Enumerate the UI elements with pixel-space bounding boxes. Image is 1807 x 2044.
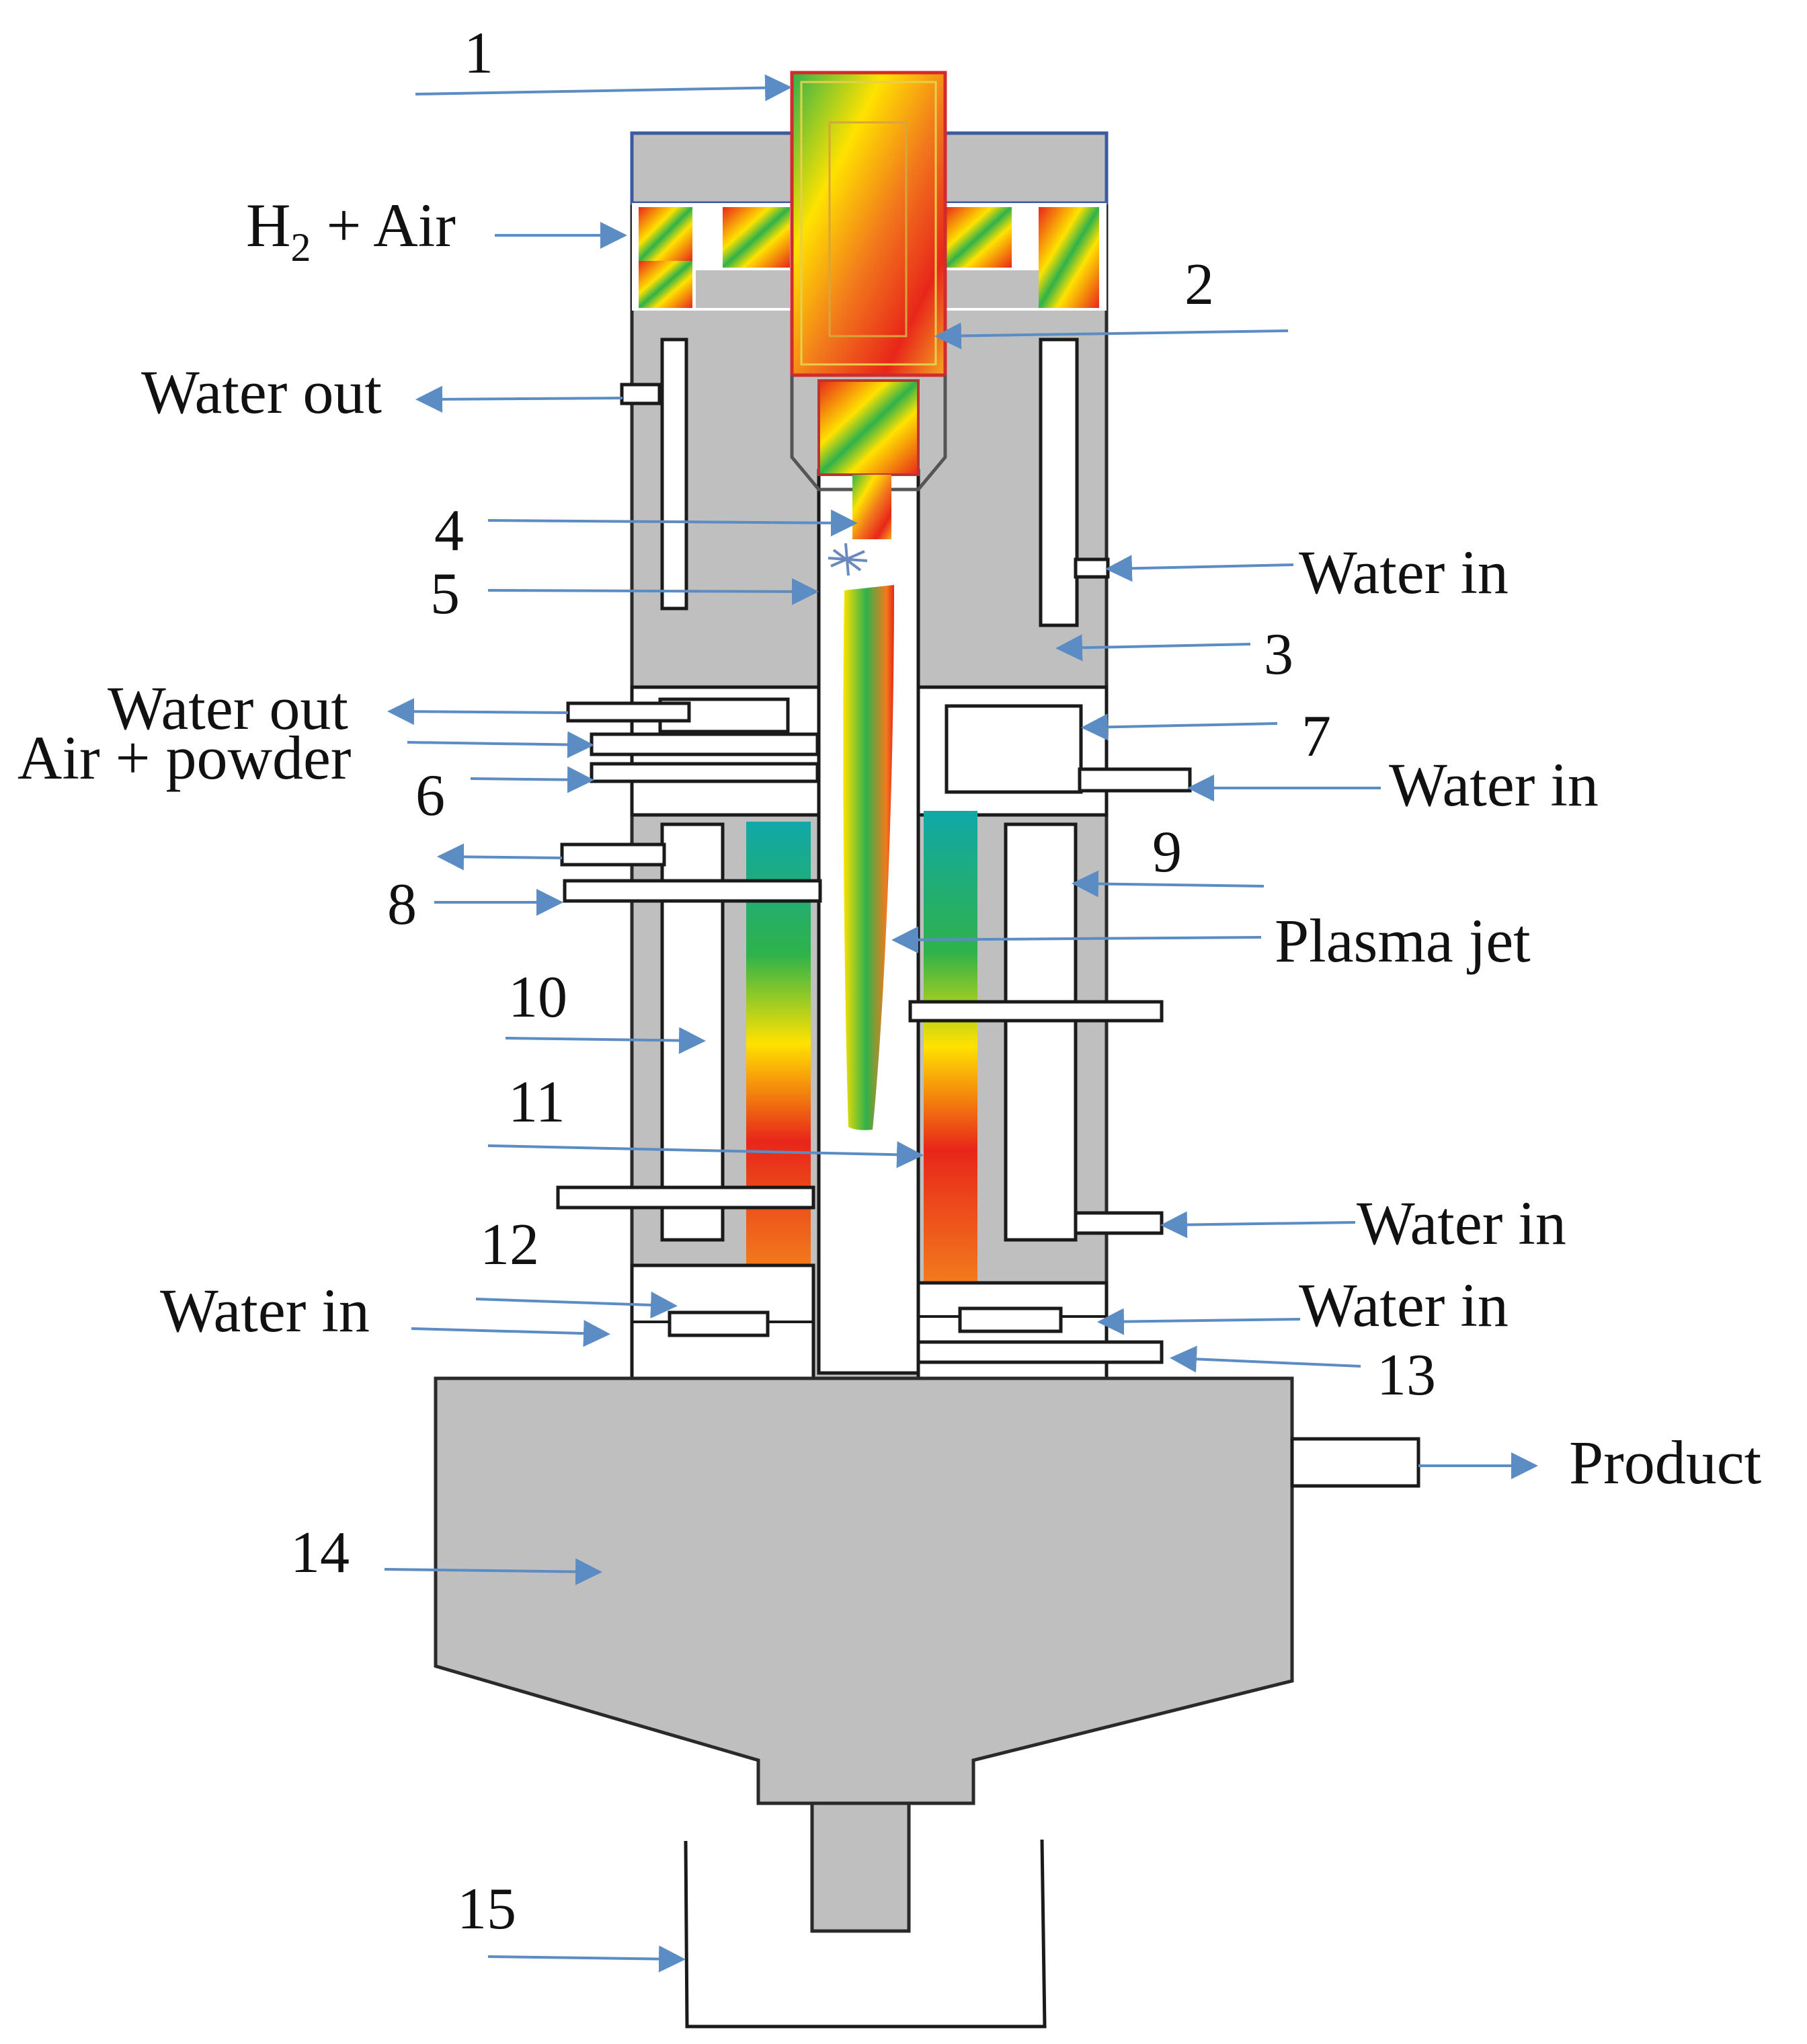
torch-inner-frame	[800, 81, 937, 366]
label-11: 11	[508, 1070, 565, 1135]
label-7: 7	[1301, 704, 1331, 769]
upper-cooling-channel-right	[1039, 338, 1079, 627]
label-water-out-mid: Water out	[108, 674, 348, 742]
arrow-4	[487, 509, 858, 537]
torch-nozzle	[817, 379, 920, 476]
collection-container	[684, 1839, 1047, 2029]
water-in-port-upper	[1074, 557, 1110, 579]
arrow-water-in-lower	[1160, 1211, 1356, 1239]
arc-spark-icon	[828, 543, 868, 576]
gas-ring-block-1	[639, 207, 692, 261]
arrow-14	[384, 1558, 602, 1585]
arrow-water-in-upper	[1105, 555, 1294, 582]
arrow-10	[505, 1027, 706, 1054]
label-6: 6	[415, 763, 445, 828]
arrow-13	[1170, 1345, 1361, 1373]
inlet-port-8	[563, 879, 822, 903]
label-water-in-bottom-right: Water in	[1299, 1271, 1509, 1339]
water-out-lower-port	[560, 842, 666, 867]
arrow-12	[475, 1291, 678, 1319]
water-out-port-top	[620, 383, 661, 405]
arrow-water-out-lower	[437, 843, 563, 871]
gas-ring-block-4	[945, 207, 1012, 268]
arrow-15	[487, 1945, 686, 1973]
label-14: 14	[290, 1520, 350, 1585]
label-10: 10	[508, 965, 567, 1030]
arrow-2	[934, 322, 1289, 350]
arrow-water-in-bottom-left	[411, 1320, 610, 1347]
label-water-in-mid: Water in	[1389, 750, 1599, 819]
label-1: 1	[464, 21, 493, 86]
label-plasma-jet: Plasma jet	[1275, 906, 1531, 975]
port-13	[916, 1340, 1164, 1364]
water-out-mid-port	[566, 701, 691, 723]
injector-port-6	[590, 762, 819, 783]
plasma-torch-body	[790, 71, 947, 377]
arrow-11	[487, 1141, 924, 1169]
arrow-5	[487, 578, 819, 605]
arrow-water-out-mid	[387, 698, 569, 725]
label-13: 13	[1377, 1343, 1436, 1408]
lower-cooling-channel-right	[1004, 822, 1078, 1242]
label-h2-h: H	[246, 191, 290, 260]
quench-nozzle-right	[958, 1306, 1063, 1333]
label-h2-air: H2 + Air	[246, 191, 456, 270]
label-5: 5	[430, 561, 460, 627]
label-product: Product	[1569, 1428, 1762, 1497]
gas-ring-block-3	[723, 207, 790, 268]
hot-wall-right	[924, 811, 977, 1282]
quench-ring-right	[916, 1281, 1109, 1386]
arrow-water-in-bottom-right	[1097, 1308, 1301, 1335]
electrode-tip	[852, 475, 891, 539]
label-water-in-lower: Water in	[1357, 1189, 1566, 1257]
drain-pipe	[810, 1801, 911, 1933]
upper-cooling-channel-left	[660, 338, 688, 611]
gas-ring-block-2	[639, 261, 692, 308]
product-outlet	[1290, 1437, 1420, 1488]
arrow-plasma-jet	[891, 926, 1262, 953]
baffle-right	[908, 1000, 1164, 1023]
arrow-air-powder	[407, 731, 594, 758]
flow-arrows	[384, 74, 1538, 1973]
label-h2-subscript: 2	[290, 225, 311, 270]
arrow-1	[415, 74, 792, 102]
label-water-out-top: Water out	[141, 358, 382, 426]
label-15: 15	[457, 1877, 516, 1942]
water-in-lower-port	[1074, 1211, 1164, 1235]
arrow-7	[1081, 713, 1278, 741]
gas-ring-wall-1	[696, 270, 790, 308]
label-h2-rest: + Air	[311, 191, 455, 260]
collection-chamber	[434, 1376, 1294, 1805]
label-2: 2	[1184, 252, 1214, 317]
label-8: 8	[387, 872, 417, 937]
label-air-powder: Air + powder	[17, 723, 351, 792]
gas-ring-block-5	[1039, 207, 1099, 308]
arrow-9	[1072, 870, 1264, 898]
water-in-mid-port	[1078, 767, 1192, 793]
baffle-left	[556, 1185, 815, 1210]
arrow-3	[1055, 634, 1251, 662]
arrow-water-out-top	[415, 385, 623, 413]
label-9: 9	[1152, 820, 1182, 885]
torch-core-frame	[828, 121, 908, 338]
label-3: 3	[1264, 622, 1293, 687]
label-4: 4	[434, 498, 464, 563]
label-water-in-upper: Water in	[1299, 538, 1509, 606]
plasma-jet-flame	[843, 585, 894, 1130]
label-water-in-bottom-left: Water in	[160, 1276, 370, 1345]
quench-nozzle-left	[668, 1310, 770, 1337]
air-powder-port	[590, 732, 819, 756]
label-12: 12	[480, 1212, 539, 1278]
labels: 1 H2 + Air 2 Water out 4 5 Water in 3 Wa…	[17, 21, 1762, 1942]
gas-ring-wall-2	[945, 270, 1039, 308]
injector-chamber-7	[945, 704, 1083, 794]
arrow-6	[470, 766, 594, 793]
